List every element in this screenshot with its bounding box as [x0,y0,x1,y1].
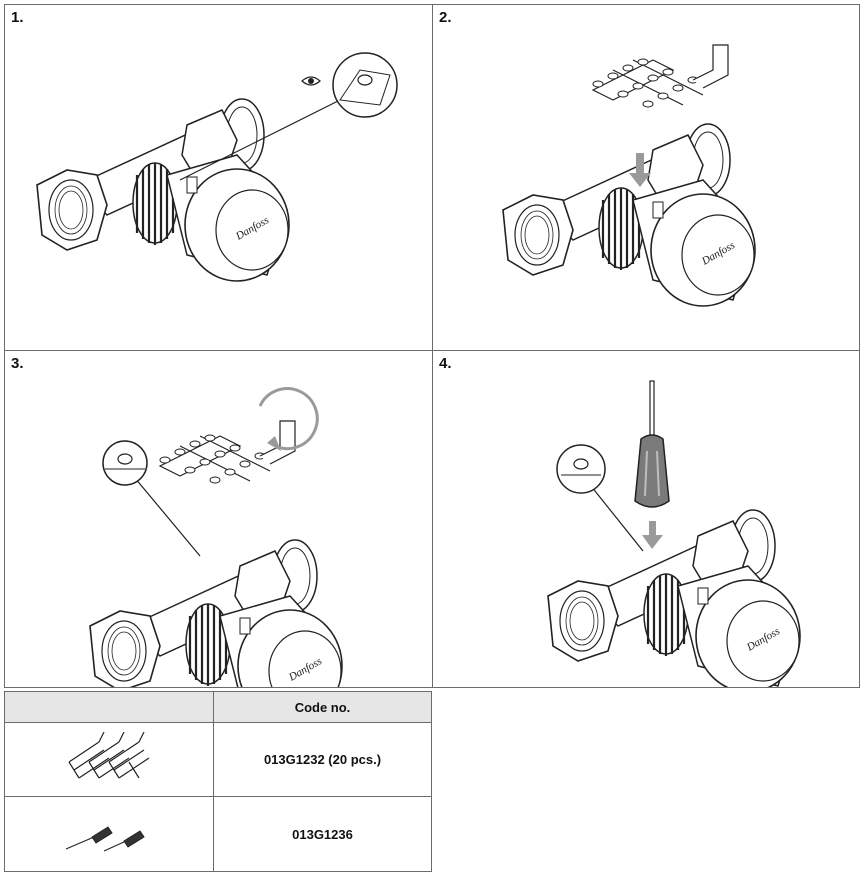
table-cell-code: 013G1236 [213,796,432,872]
screwdriver-icon [634,380,670,508]
step-3-illustration [88,387,344,687]
image-column-header [4,691,214,723]
step-3-panel: 3. [5,351,433,687]
table-cell-image [4,796,214,872]
eye-icon [301,76,321,86]
clip-sprue-icon [68,731,150,779]
step-4-panel: 4. [433,351,859,687]
step-1-panel: 1. [5,5,433,351]
installation-steps-grid: 1. 2. 3. [4,4,860,688]
step-number: 2. [439,9,452,26]
screwdriver-set-icon [65,825,145,851]
table-header-row: Code no. [4,691,432,723]
rotate-arrow-icon [258,387,319,451]
step-2-illustration [501,44,757,308]
table-cell-image [4,722,214,797]
table-row: 013G1232 (20 pcs.) [4,722,432,797]
step-2-panel: 2. [433,5,859,351]
step-number: 4. [439,355,452,372]
table-row: 013G1236 [4,796,432,872]
code-column-header: Code no. [213,691,432,723]
step-4-illustration [546,380,802,687]
down-arrow-icon [642,521,663,549]
step-1-illustration [35,52,398,283]
table-cell-code: 013G1232 (20 pcs.) [213,722,432,797]
step-number: 1. [11,9,24,26]
down-arrow-icon [629,153,651,187]
step-number: 3. [11,355,24,372]
accessories-table: Code no. 013G1232 (20 pcs.) [4,691,432,872]
